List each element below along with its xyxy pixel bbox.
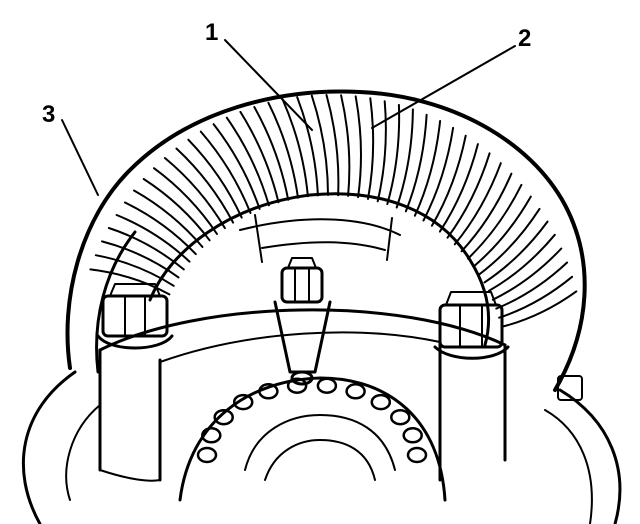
flange-bolt-holes (196, 377, 428, 464)
flange-bolt-hole (370, 393, 392, 411)
gear-tooth (495, 261, 569, 310)
gear-tooth (453, 162, 502, 246)
flange-bolt-hole (201, 427, 222, 444)
gear-tooth (422, 126, 455, 222)
gear-tooth (133, 189, 204, 248)
gear-tooth (212, 123, 261, 210)
gear-tooth (281, 98, 309, 198)
leader-line-1 (224, 39, 313, 131)
gear-tooth (413, 120, 442, 217)
flange-bolt-hole (402, 427, 423, 444)
gear-tooth (115, 214, 191, 263)
gear-tooth (225, 116, 270, 207)
gear-tooth (491, 247, 563, 301)
gear-tooth (89, 268, 171, 296)
gear-tooth (239, 110, 280, 204)
gear-tooth (487, 233, 556, 292)
ring-gear (65, 89, 587, 392)
gear-tooth (460, 172, 513, 253)
gear-tooth (500, 290, 578, 328)
ring-gear-bolt-left (96, 283, 174, 350)
gear-tooth (478, 207, 541, 276)
gear-tooth (124, 201, 197, 256)
gear-tooth (94, 254, 175, 287)
flange-bolt-hole (286, 377, 308, 394)
flange-bolt-hole (213, 408, 234, 426)
gear-tooth (483, 220, 549, 284)
callout-1-label: 1 (205, 19, 218, 46)
gear-tooth (142, 178, 211, 242)
flange-bolt-hole (232, 393, 254, 411)
callout-3-label: 3 (42, 101, 55, 128)
flange-bolt-hole (316, 377, 338, 394)
callout-2-label: 2 (518, 25, 531, 52)
flange-bolt-hole (406, 446, 428, 464)
gear-tooth (325, 94, 340, 197)
gear-tooth (395, 108, 414, 209)
gear-tooth (107, 227, 185, 271)
pinion-shaft-lock-bolt (273, 257, 332, 386)
ring-gear-teeth (89, 94, 578, 328)
gear-tooth (153, 167, 218, 235)
gear-tooth (430, 134, 467, 227)
gear-tooth (354, 95, 362, 199)
gear-tooth (267, 101, 299, 199)
side-cap-bolt (557, 375, 583, 401)
gear-tooth (473, 195, 532, 268)
gear-tooth (187, 138, 243, 219)
gear-tooth (467, 183, 523, 260)
flange-bolt-hole (345, 383, 366, 400)
gear-tooth (367, 97, 375, 200)
gear-tooth (310, 94, 329, 196)
gear-tooth (253, 106, 290, 201)
flange-bolt-hole (390, 408, 411, 426)
gear-tooth (296, 96, 319, 197)
gear-tooth (404, 113, 428, 213)
gear-tooth (175, 147, 235, 224)
gear-tooth (498, 275, 574, 319)
gear-tooth (199, 130, 252, 214)
gear-tooth (376, 100, 387, 203)
callout-leaders (61, 39, 516, 196)
gear-tooth (340, 94, 351, 197)
gear-tooth (163, 157, 226, 230)
leader-line-2 (371, 45, 516, 129)
flange-bolt-hole (258, 383, 279, 400)
gear-tooth (446, 152, 491, 239)
differential-housing (21, 370, 622, 524)
leader-line-3 (61, 119, 99, 196)
flange-bolt-hole (196, 446, 218, 464)
gear-tooth (438, 143, 479, 233)
ring-gear-bolt-right (433, 291, 510, 360)
gear-tooth (386, 103, 401, 206)
gear-tooth (101, 240, 180, 279)
